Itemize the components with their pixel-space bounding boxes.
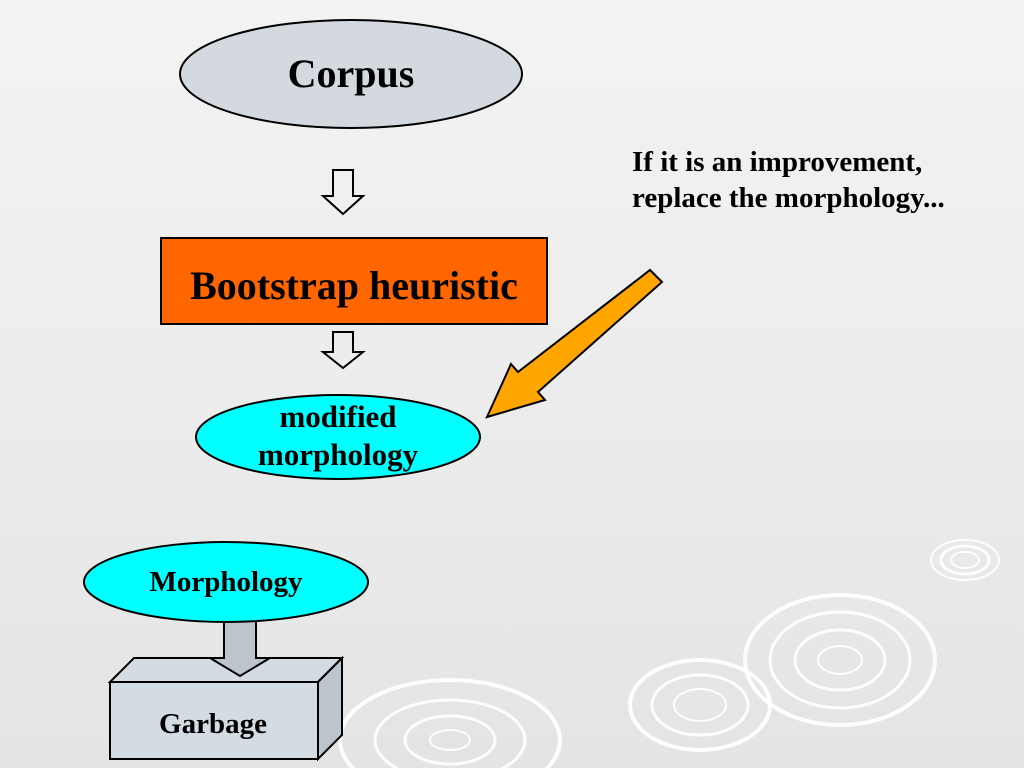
- ripple-decoration: [338, 539, 1000, 768]
- improvement-note: If it is an improvement, replace the mor…: [632, 144, 1017, 216]
- improvement-arrow: [485, 268, 664, 419]
- bootstrap-heuristic-node: [160, 237, 548, 325]
- morphology-label: Morphology: [149, 566, 303, 598]
- morphology-node: [83, 541, 369, 623]
- bootstrap-heuristic-label: Bootstrap heuristic: [190, 263, 518, 308]
- modified-morphology-node: [195, 394, 481, 480]
- modified-morphology-label: modified morphology: [196, 398, 480, 474]
- down-arrow-2: [320, 331, 366, 370]
- discard-arrow: [206, 616, 274, 678]
- garbage-node: [109, 681, 319, 760]
- modified-line-1: modified: [279, 399, 397, 434]
- corpus-label: Corpus: [287, 51, 415, 96]
- modified-line-2: morphology: [257, 437, 419, 472]
- garbage-label: Garbage: [159, 708, 267, 740]
- note-line-1: If it is an improvement,: [632, 146, 923, 178]
- corpus-node: [179, 19, 523, 129]
- note-line-2: replace the morphology...: [632, 182, 945, 214]
- down-arrow-1: [320, 169, 366, 216]
